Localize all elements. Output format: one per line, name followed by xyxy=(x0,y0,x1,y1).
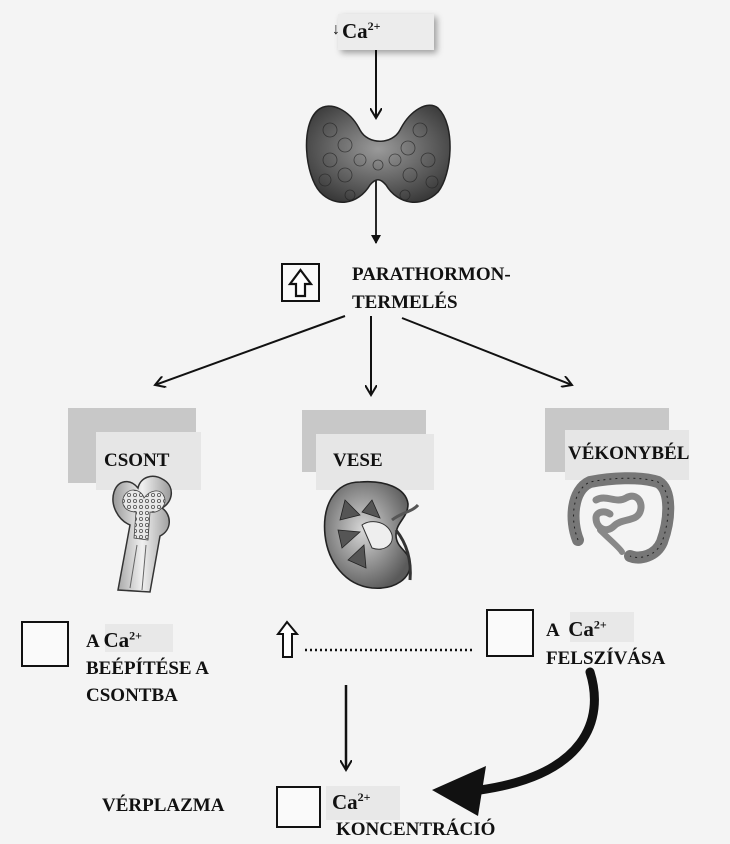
intestine-to-plasma-curved-arrow xyxy=(432,672,594,816)
organ-label-intestine: VÉKONYBÉL xyxy=(568,442,689,466)
plasma-label: VÉRPLAZMA xyxy=(102,794,224,818)
hollow-up-arrow-icon xyxy=(278,622,297,657)
down-arrow-icon: ↓ xyxy=(332,21,340,38)
organ-label-bone: CSONT xyxy=(104,449,169,473)
bone-illustration xyxy=(113,476,171,592)
plasma-ca-label: Ca2+ xyxy=(332,790,371,814)
bone-effect-text: A Ca2+ BEÉPÍTÉSE A CSONTBA xyxy=(86,627,209,709)
plasma-concentration-label: KONCENTRÁCIÓ xyxy=(336,818,495,842)
plasma-box xyxy=(277,787,320,827)
intestine-illustration xyxy=(574,478,669,557)
bone-effect-box xyxy=(22,622,68,666)
kidney-illustration xyxy=(325,482,418,589)
parathyroid-gland-illustration xyxy=(306,105,450,202)
top-calcium-label: ↓Ca2+ xyxy=(332,18,381,43)
organ-label-kidney: VESE xyxy=(333,449,383,473)
pth-branch-arrows xyxy=(155,316,572,395)
intestine-effect-text: A Ca2+ FELSZÍVÁSA xyxy=(546,615,665,673)
intestine-effect-box xyxy=(487,610,533,656)
pth-increase-indicator xyxy=(282,264,319,301)
pth-label: PARATHORMON- TERMELÉS xyxy=(352,261,511,317)
